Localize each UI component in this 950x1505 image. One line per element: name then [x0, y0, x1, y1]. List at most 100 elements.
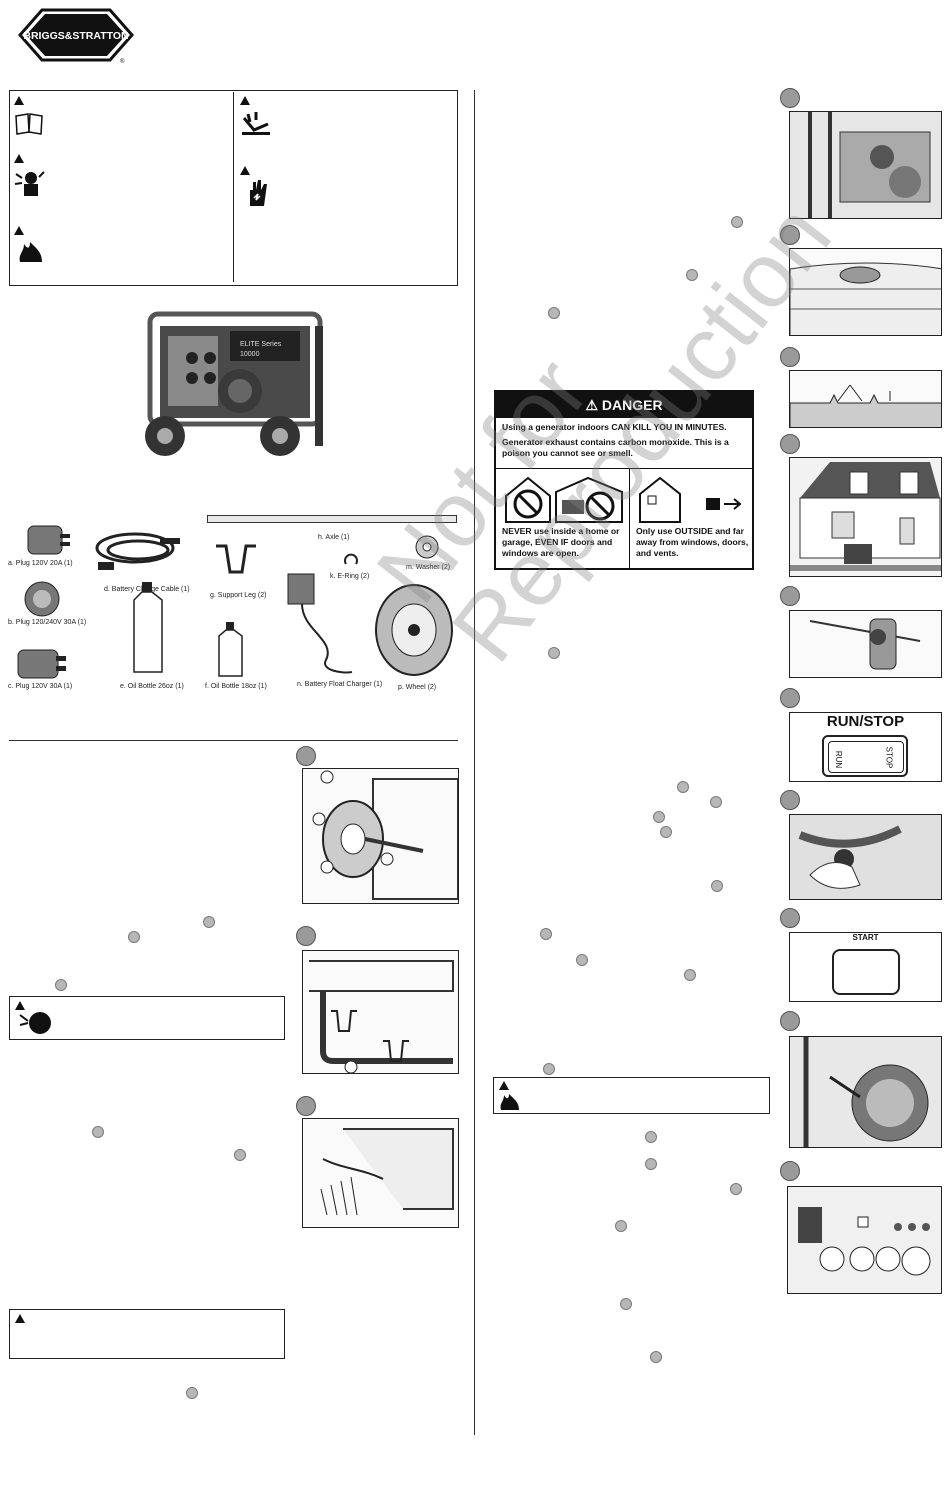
- reference-circle: [576, 954, 588, 966]
- reference-circle: [186, 1387, 198, 1399]
- reference-circle: [615, 1220, 627, 1232]
- explosion-icon: [14, 171, 45, 196]
- part-label: h. Axle (1): [318, 534, 350, 541]
- warning-box: [493, 1077, 770, 1114]
- battery-connect-figure: [302, 1118, 459, 1228]
- step-badge: [780, 1011, 800, 1031]
- warning-triangle-icon: [14, 226, 24, 235]
- part-label: e. Oil Bottle 26oz (1): [120, 683, 184, 690]
- step-badge: [780, 790, 800, 810]
- logo-text: BRIGGS&STRATTON: [23, 30, 128, 42]
- reference-circle: [677, 781, 689, 793]
- svg-text:ELITE Series: ELITE Series: [240, 341, 282, 348]
- reference-circle: [684, 969, 696, 981]
- part-label: a. Plug 120V 20A (1): [8, 560, 73, 567]
- step-badge: [780, 88, 800, 108]
- fuel-cap-figure: [789, 248, 942, 336]
- part-label: b. Plug 120/240V 30A (1): [8, 619, 87, 626]
- run-stop-rocker: RUN STOP: [822, 735, 908, 777]
- reference-circle: [650, 1351, 662, 1363]
- reference-circle: [203, 916, 215, 928]
- plug-120v-30a-icon: [17, 649, 66, 679]
- danger-only: Only use OUTSIDE and far away from windo…: [636, 526, 749, 558]
- danger-label: ⚠ DANGER Using a generator indoors CAN K…: [494, 390, 754, 570]
- reference-circle: [645, 1158, 657, 1170]
- part-label: c. Plug 120V 30A (1): [8, 683, 73, 690]
- generator-photo: ELITE Series 10000: [145, 311, 323, 456]
- safety-box-divider: [233, 92, 234, 282]
- eye-protection-icon: [19, 1012, 51, 1034]
- briggs-stratton-logo: BRIGGS&STRATTON ®: [18, 8, 134, 64]
- step-badge: [780, 434, 800, 454]
- step-badge: [780, 1161, 800, 1181]
- reference-circle: [730, 1183, 742, 1195]
- warning-triangle-icon: [14, 96, 24, 105]
- start-button-figure: START: [789, 932, 942, 1002]
- reference-circle: [660, 826, 672, 838]
- warning-triangle-icon: [240, 166, 250, 175]
- reference-circle: [620, 1298, 632, 1310]
- part-label: d. Battery Charge Cable (1): [104, 586, 190, 593]
- warning-triangle-icon: [499, 1081, 509, 1090]
- part-label: p. Wheel (2): [398, 684, 437, 691]
- battery-charge-cable-icon: [95, 532, 180, 570]
- manual-icon: [15, 113, 43, 135]
- danger-line-1: Using a generator indoors CAN KILL YOU I…: [502, 422, 727, 432]
- part-label: g. Support Leg (2): [210, 592, 267, 599]
- danger-header: ⚠ DANGER: [496, 392, 752, 418]
- reference-circle: [711, 880, 723, 892]
- fire-icon: [19, 242, 42, 262]
- danger-never: NEVER use inside a home or garage, EVEN …: [502, 526, 620, 558]
- svg-text:10000: 10000: [240, 351, 260, 358]
- part-label: n. Battery Float Charger (1): [297, 681, 383, 688]
- fuel-level-figure: [789, 370, 942, 428]
- reference-circle: [548, 647, 560, 659]
- axle-illustration: [207, 515, 457, 523]
- oil-fill-figure: [789, 111, 942, 219]
- reference-circle: [710, 796, 722, 808]
- wheel-icon: [375, 584, 453, 676]
- oil-bottle-large-icon: [133, 582, 163, 673]
- step-badge: [296, 926, 316, 946]
- safety-symbols-box: [9, 90, 458, 286]
- battery-float-charger-icon: [287, 573, 353, 674]
- step-badge: [296, 746, 316, 766]
- section-divider: [9, 740, 458, 741]
- run-label: RUN: [834, 750, 844, 769]
- step-badge: [296, 1096, 316, 1116]
- warning-triangle-icon: [240, 96, 250, 105]
- reference-circle: [55, 979, 67, 991]
- step-badge: [780, 347, 800, 367]
- part-label: f. Oil Bottle 18oz (1): [205, 683, 267, 690]
- part-label: k. E-Ring (2): [330, 573, 370, 580]
- fire-icon: [500, 1094, 519, 1110]
- reference-circle: [234, 1149, 246, 1161]
- washer-icon: [415, 535, 439, 559]
- step-badge: [780, 908, 800, 928]
- plug-20a-icon: [27, 525, 70, 555]
- no-indoor-use-icon: [505, 476, 623, 523]
- reference-circle: [543, 1063, 555, 1075]
- reference-circle: [731, 216, 743, 228]
- reference-circle: [686, 269, 698, 281]
- wheel-install-figure: [302, 768, 459, 904]
- part-label: m. Washer (2): [406, 564, 451, 571]
- oil-bottle-small-icon: [218, 622, 243, 677]
- warning-box: [9, 996, 285, 1040]
- reference-circle: [653, 811, 665, 823]
- column-divider: [474, 90, 475, 1435]
- reference-circle: [92, 1126, 104, 1138]
- svg-text:®: ®: [120, 58, 125, 64]
- stop-label: STOP: [884, 746, 894, 769]
- run-stop-switch-figure: RUN/STOP RUN STOP: [789, 712, 942, 782]
- step-badge: [780, 586, 800, 606]
- outdoor-placement-figure: [789, 457, 942, 577]
- support-leg-install-figure: [302, 950, 459, 1074]
- run-stop-title: RUN/STOP: [826, 713, 905, 730]
- support-leg-icon: [216, 544, 256, 574]
- fuel-valve-figure: [789, 610, 942, 678]
- reference-circle: [645, 1131, 657, 1143]
- warning-triangle-icon: [15, 1001, 25, 1010]
- danger-line-2: Generator exhaust contains carbon monoxi…: [502, 437, 729, 458]
- step-badge: [780, 225, 800, 245]
